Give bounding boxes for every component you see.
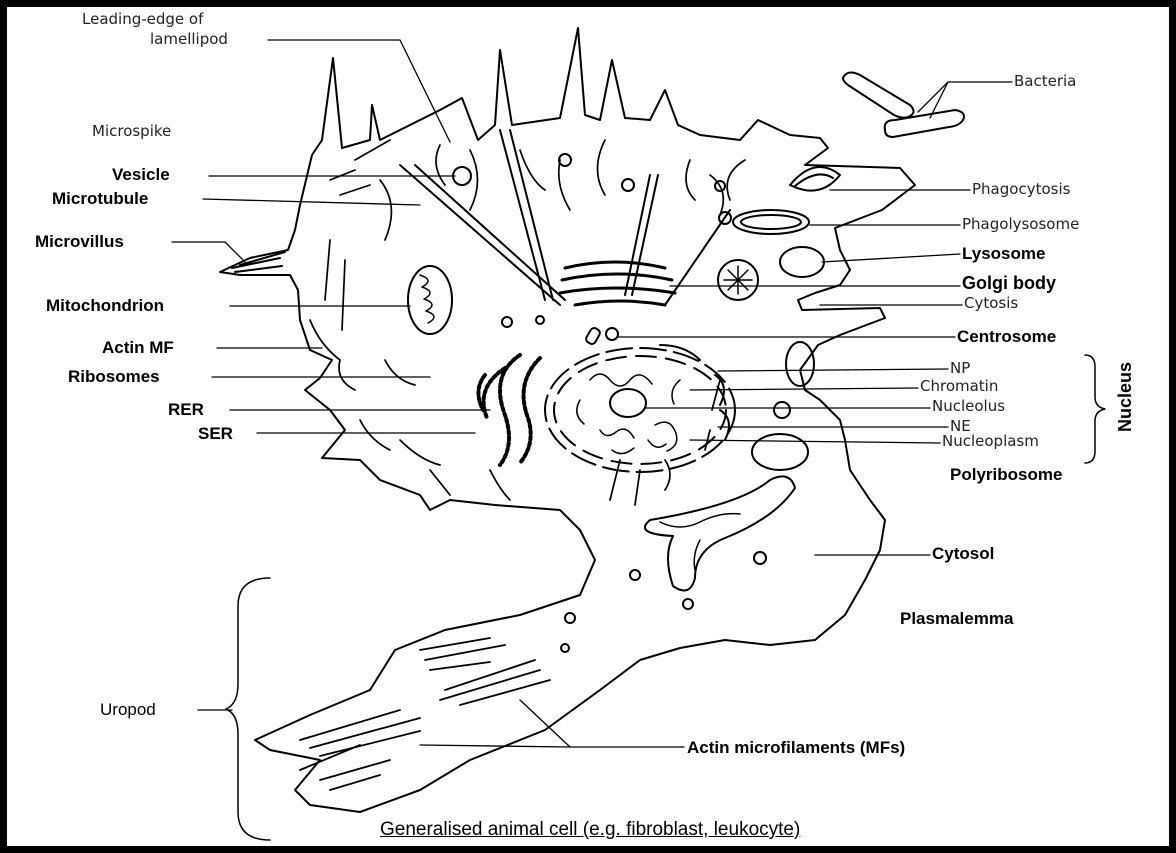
mitochondrion-shape <box>408 266 452 334</box>
label-cytosis: Cytosis <box>964 296 1018 311</box>
label-polyribosome: Polyribosome <box>950 466 1062 483</box>
label-ser: SER <box>198 425 233 442</box>
label-cytosol: Cytosol <box>932 545 994 562</box>
label-microspike: Microspike <box>92 124 171 139</box>
label-plasmalemma: Plasmalemma <box>900 610 1013 627</box>
label-ribosomes: Ribosomes <box>68 368 160 385</box>
label-rer: RER <box>168 401 204 418</box>
label-uropod: Uropod <box>100 701 156 718</box>
label-microvillus: Microvillus <box>35 233 124 250</box>
label-mitochondrion: Mitochondrion <box>46 297 164 314</box>
label-centrosome: Centrosome <box>957 328 1056 345</box>
label-nucleoplasm: Nucleoplasm <box>942 434 1039 449</box>
label-phagocytosis: Phagocytosis <box>972 182 1070 197</box>
label-chromatin: Chromatin <box>920 379 998 394</box>
label-nucleolus: Nucleolus <box>932 399 1005 414</box>
label-leading-edge-line2: lamellipod <box>150 32 228 47</box>
label-microtubule: Microtubule <box>52 190 148 207</box>
label-vesicle: Vesicle <box>112 166 170 183</box>
label-nucleus-group: Nucleus <box>1116 362 1134 432</box>
label-bacteria: Bacteria <box>1014 74 1076 89</box>
figure-caption: Generalised animal cell (e.g. fibroblast… <box>380 820 800 839</box>
label-actin-microfilaments: Actin microfilaments (MFs) <box>687 739 905 756</box>
label-golgi-body: Golgi body <box>962 274 1056 292</box>
label-phagolysosome: Phagolysosome <box>962 217 1079 232</box>
label-lysosome: Lysosome <box>962 245 1045 262</box>
nucleolus-shape <box>610 389 646 417</box>
label-np: NP <box>950 361 970 376</box>
label-actin-mf: Actin MF <box>102 339 174 356</box>
cell-membrane <box>220 28 915 812</box>
label-leading-edge-line1: Leading-edge of <box>82 12 203 27</box>
